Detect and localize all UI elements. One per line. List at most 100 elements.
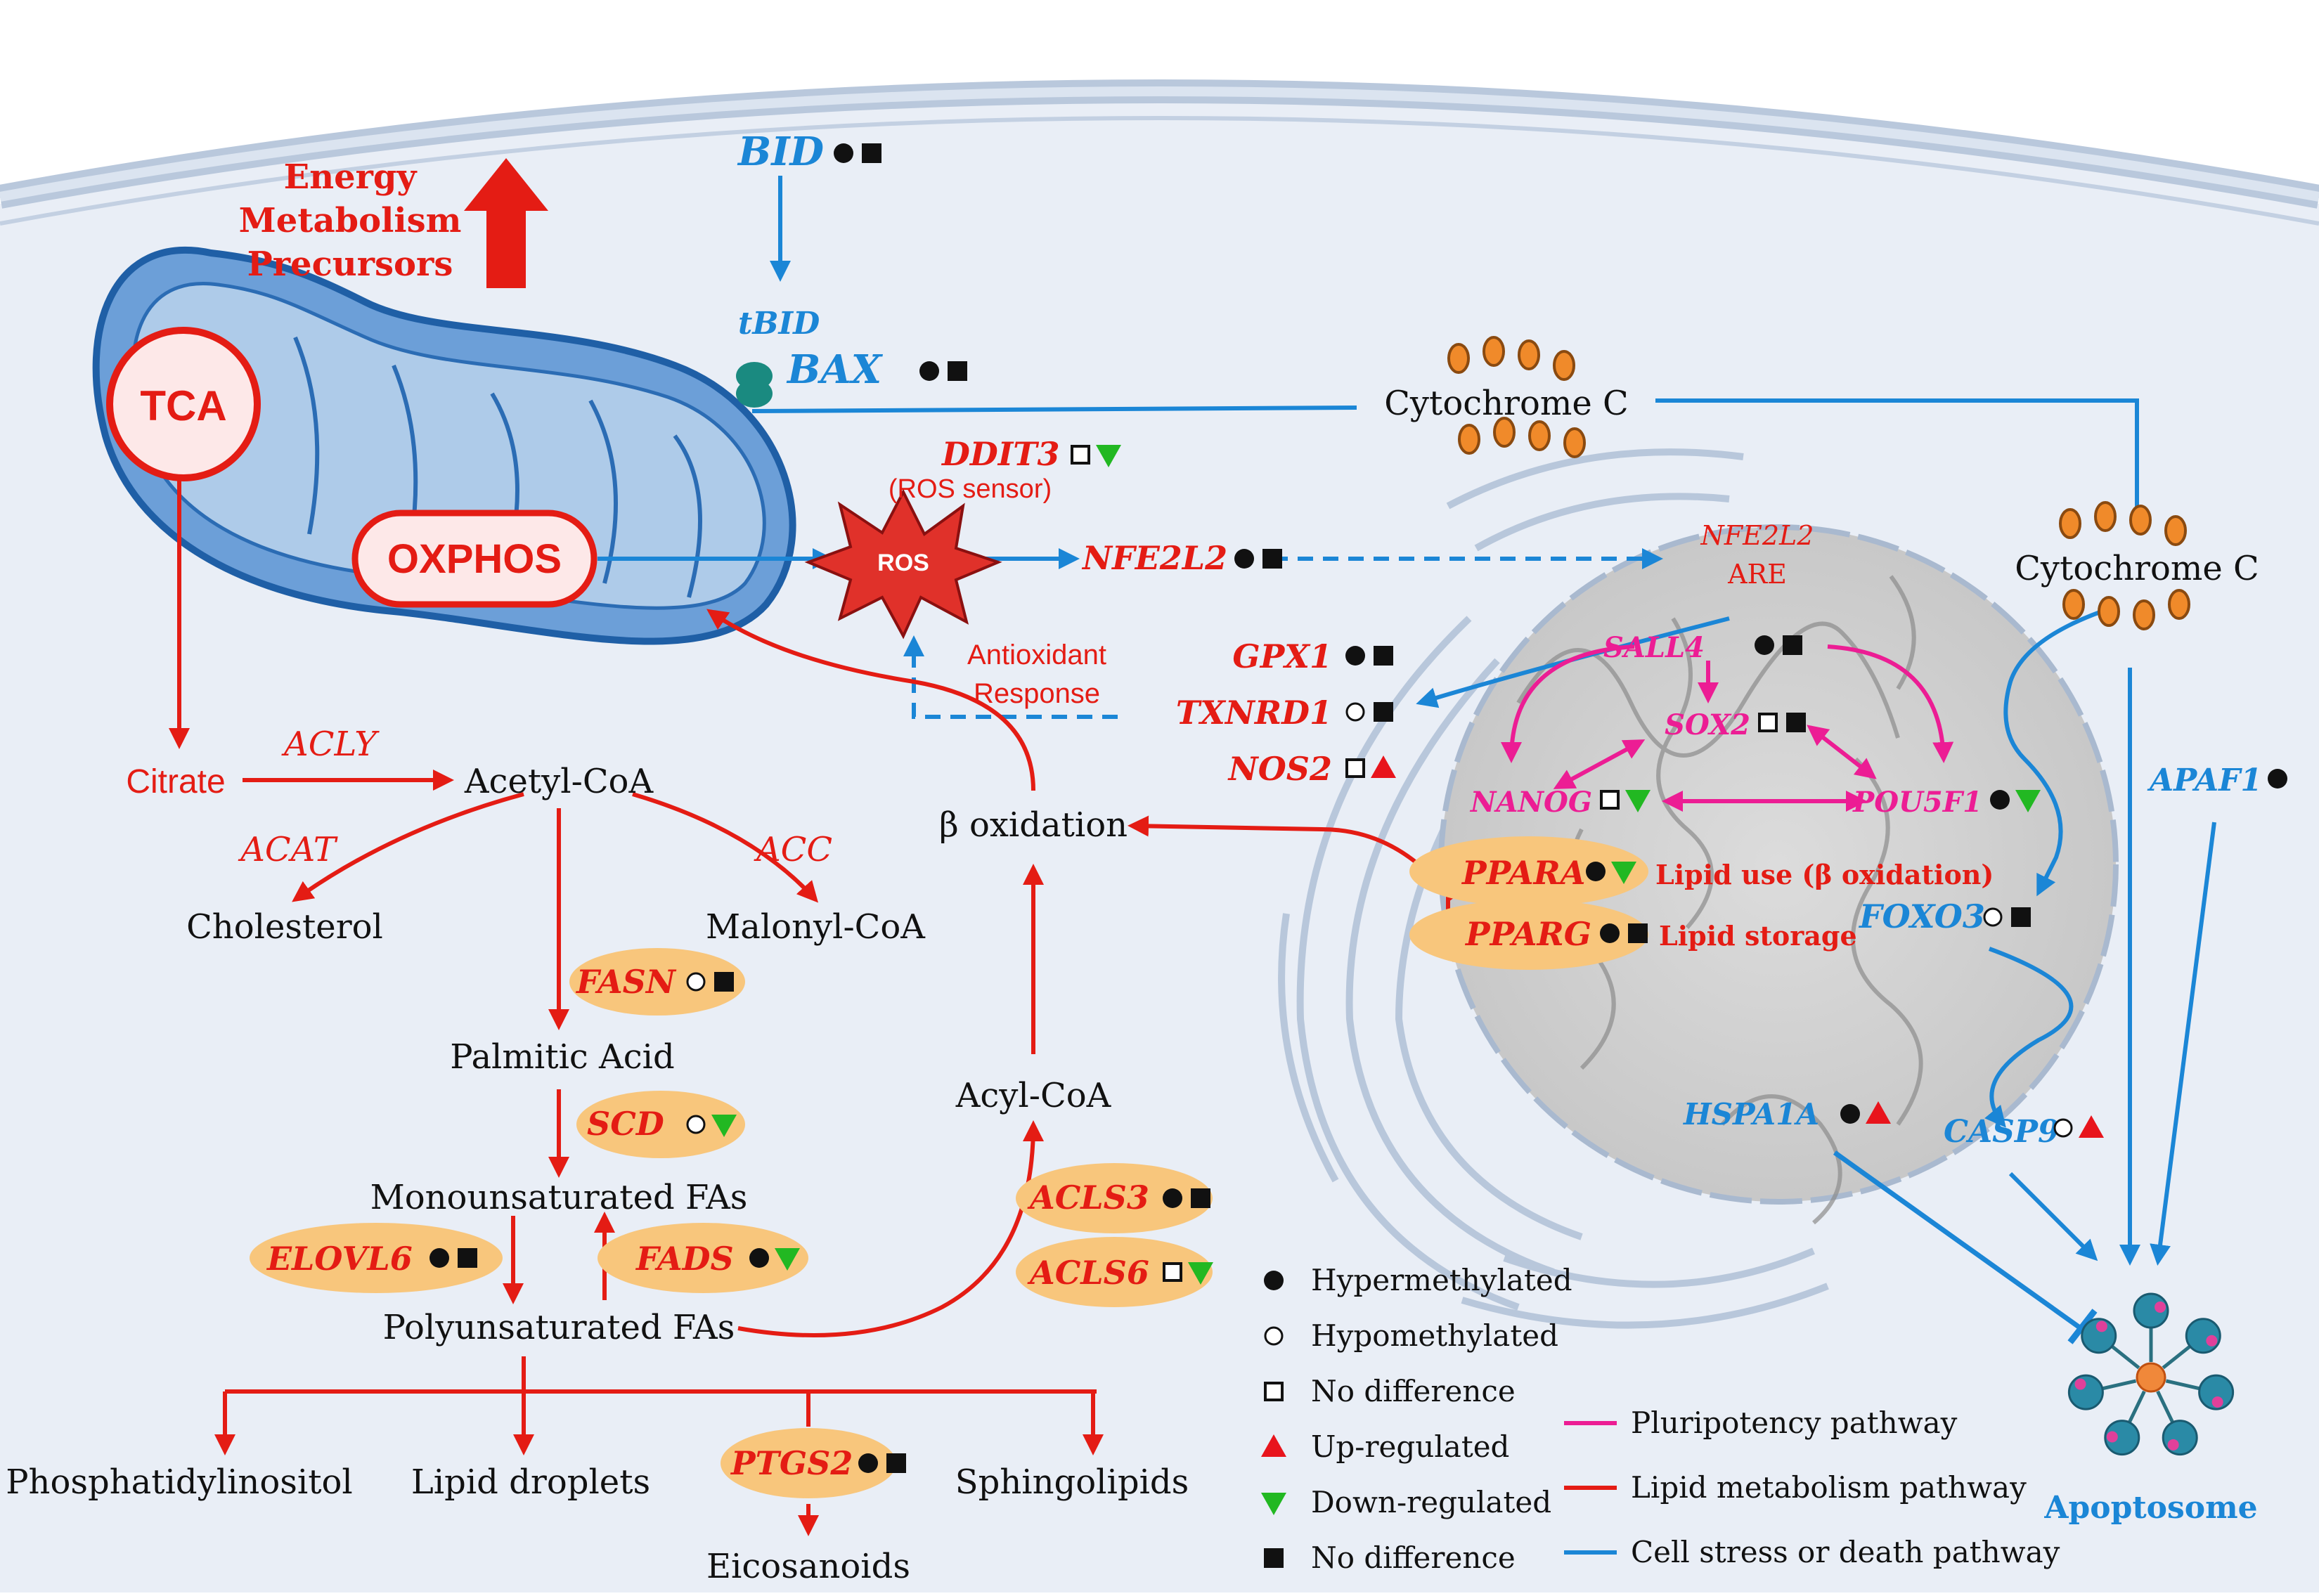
mitochondrion: [92, 246, 796, 645]
ddit3-label: DDIT3: [941, 435, 1060, 473]
status-filled-circle-icon: [429, 1248, 449, 1268]
status-green-down-triangle-icon: [711, 1115, 737, 1137]
apoptosome-icon: [2067, 1292, 2235, 1456]
apoptosome-label: Apoptosome: [2043, 1490, 2257, 1526]
status-filled-circle-icon: [919, 361, 939, 381]
status-open-square-icon: [1758, 713, 1778, 732]
energy-line-3: Precursors: [247, 245, 453, 284]
pou5f1-label: POU5F1: [1852, 786, 1982, 819]
ppara-label: PPARA: [1461, 854, 1585, 892]
citrate-label: Citrate: [126, 763, 225, 800]
nfe2l2-label: NFE2L2: [1081, 539, 1227, 577]
sall4-label: SALL4: [1603, 631, 1705, 664]
ros-labels: DDIT3 (ROS sensor) NFE2L2 NFE2L2 ARE Ant…: [889, 435, 1814, 788]
status-markers: [429, 143, 2287, 1473]
acls6-label: ACLS6: [1027, 1254, 1149, 1292]
gpx1-label: GPX1: [1232, 637, 1332, 675]
legend-symbol-label: Hypermethylated: [1311, 1263, 1572, 1297]
acetyl-coa-label: Acetyl-CoA: [464, 762, 654, 801]
status-filled-square-icon: [458, 1248, 477, 1268]
status-open-circle-icon: [2053, 1118, 2073, 1138]
ros-label: ROS: [877, 550, 929, 576]
legend-symbol-label: No difference: [1311, 1540, 1516, 1575]
status-open-circle-icon: [1345, 702, 1365, 722]
antioxidant-line-1: Antioxidant: [967, 640, 1106, 670]
phosphatidylinositol-label: Phosphatidylinositol: [6, 1462, 353, 1502]
legend-open-square-icon: [1264, 1382, 1284, 1401]
ptgs2-label: PTGS2: [730, 1444, 853, 1482]
status-red-up-triangle-icon: [1866, 1101, 1891, 1124]
legend-pathway-label: Lipid metabolism pathway: [1631, 1470, 2027, 1505]
cytochrome-c-label-1: Cytochrome C: [1384, 384, 1629, 423]
status-open-square-icon: [1600, 790, 1620, 810]
tca-node: TCA: [106, 327, 261, 481]
legend-red-up-triangle-icon: [1261, 1434, 1286, 1457]
status-filled-square-icon: [1783, 635, 1802, 655]
status-open-circle-icon: [686, 972, 706, 992]
hspa1a-label: HSPA1A: [1683, 1097, 1819, 1131]
stress-labels: BID tBID BAX APAF1 FOXO3 CASP9 HSPA1A: [737, 129, 2262, 1150]
enzyme-ovals: [250, 836, 1648, 1498]
status-green-down-triangle-icon: [775, 1248, 800, 1271]
energy-up-arrow-icon: [464, 158, 548, 288]
nos2-label: NOS2: [1227, 750, 1332, 788]
status-filled-square-icon: [1374, 702, 1393, 722]
oxphos-label: OXPHOS: [387, 536, 562, 582]
pluripotency-labels: SALL4 SOX2 NANOG POU5F1: [1469, 631, 1982, 819]
status-filled-square-icon: [862, 143, 881, 163]
status-filled-square-icon: [886, 1453, 906, 1473]
lipid-droplets-label: Lipid droplets: [411, 1462, 650, 1502]
status-filled-square-icon: [714, 972, 734, 992]
foxo3-label: FOXO3: [1858, 897, 1985, 935]
cholesterol-label: Cholesterol: [186, 907, 383, 947]
ppara-role: Lipid use (β oxidation): [1655, 859, 1994, 890]
legend-symbol-label: Up-regulated: [1311, 1429, 1509, 1464]
txnrd1-label: TXNRD1: [1176, 694, 1332, 732]
legend-green-down-triangle-icon: [1261, 1493, 1286, 1515]
are-label: ARE: [1727, 559, 1787, 590]
status-open-square-icon: [1071, 445, 1090, 465]
enzyme-labels: FASN SCD ELOVL6 FADS ACLS3 ACLS6 PTGS2: [266, 963, 1149, 1482]
sphingolipids-label: Sphingolipids: [955, 1462, 1189, 1502]
status-filled-square-icon: [1191, 1188, 1210, 1208]
status-open-square-icon: [1163, 1262, 1182, 1282]
cytochrome-c-label-2: Cytochrome C: [2015, 549, 2259, 588]
status-red-up-triangle-icon: [1371, 755, 1396, 778]
status-filled-circle-icon: [1345, 646, 1365, 666]
status-filled-circle-icon: [834, 143, 853, 163]
status-green-down-triangle-icon: [1096, 445, 1121, 467]
status-filled-square-icon: [948, 361, 967, 381]
legend-symbol-label: No difference: [1311, 1374, 1516, 1408]
palmitic-acid-label: Palmitic Acid: [450, 1037, 674, 1077]
pufa-label: Polyunsaturated FAs: [383, 1308, 735, 1347]
beta-oxidation-label: β oxidation: [939, 805, 1128, 845]
status-open-circle-icon: [686, 1115, 706, 1134]
nucleus: [1438, 524, 2119, 1225]
mufa-label: Monounsaturated FAs: [370, 1178, 748, 1217]
status-filled-circle-icon: [749, 1248, 769, 1268]
status-green-down-triangle-icon: [2015, 790, 2041, 812]
status-red-up-triangle-icon: [2079, 1115, 2104, 1138]
nfe2l2-nuclear-label: NFE2L2: [1700, 520, 1814, 551]
status-filled-circle-icon: [1755, 635, 1774, 655]
status-filled-circle-icon: [1586, 862, 1606, 881]
legend-pathway-label: Cell stress or death pathway: [1631, 1535, 2060, 1569]
endoplasmic-reticulum: [1278, 448, 1829, 1329]
apaf1-label: APAF1: [2147, 763, 2262, 798]
legend-symbol-label: Hypomethylated: [1311, 1318, 1558, 1353]
legend-open-circle-icon: [1264, 1326, 1284, 1346]
status-filled-circle-icon: [2268, 769, 2287, 789]
acly-label: ACLY: [281, 725, 380, 764]
energy-line-2: Metabolism: [239, 201, 462, 240]
status-open-square-icon: [1345, 758, 1365, 778]
status-filled-circle-icon: [1990, 790, 2010, 810]
status-open-circle-icon: [1983, 907, 2003, 927]
status-filled-circle-icon: [1840, 1104, 1860, 1124]
stress-pathway-lines: [597, 176, 2216, 1344]
tca-label: TCA: [140, 382, 226, 429]
ppar-labels: PPARA Lipid use (β oxidation) PPARG Lipi…: [1461, 854, 1994, 953]
status-filled-square-icon: [1262, 549, 1282, 569]
